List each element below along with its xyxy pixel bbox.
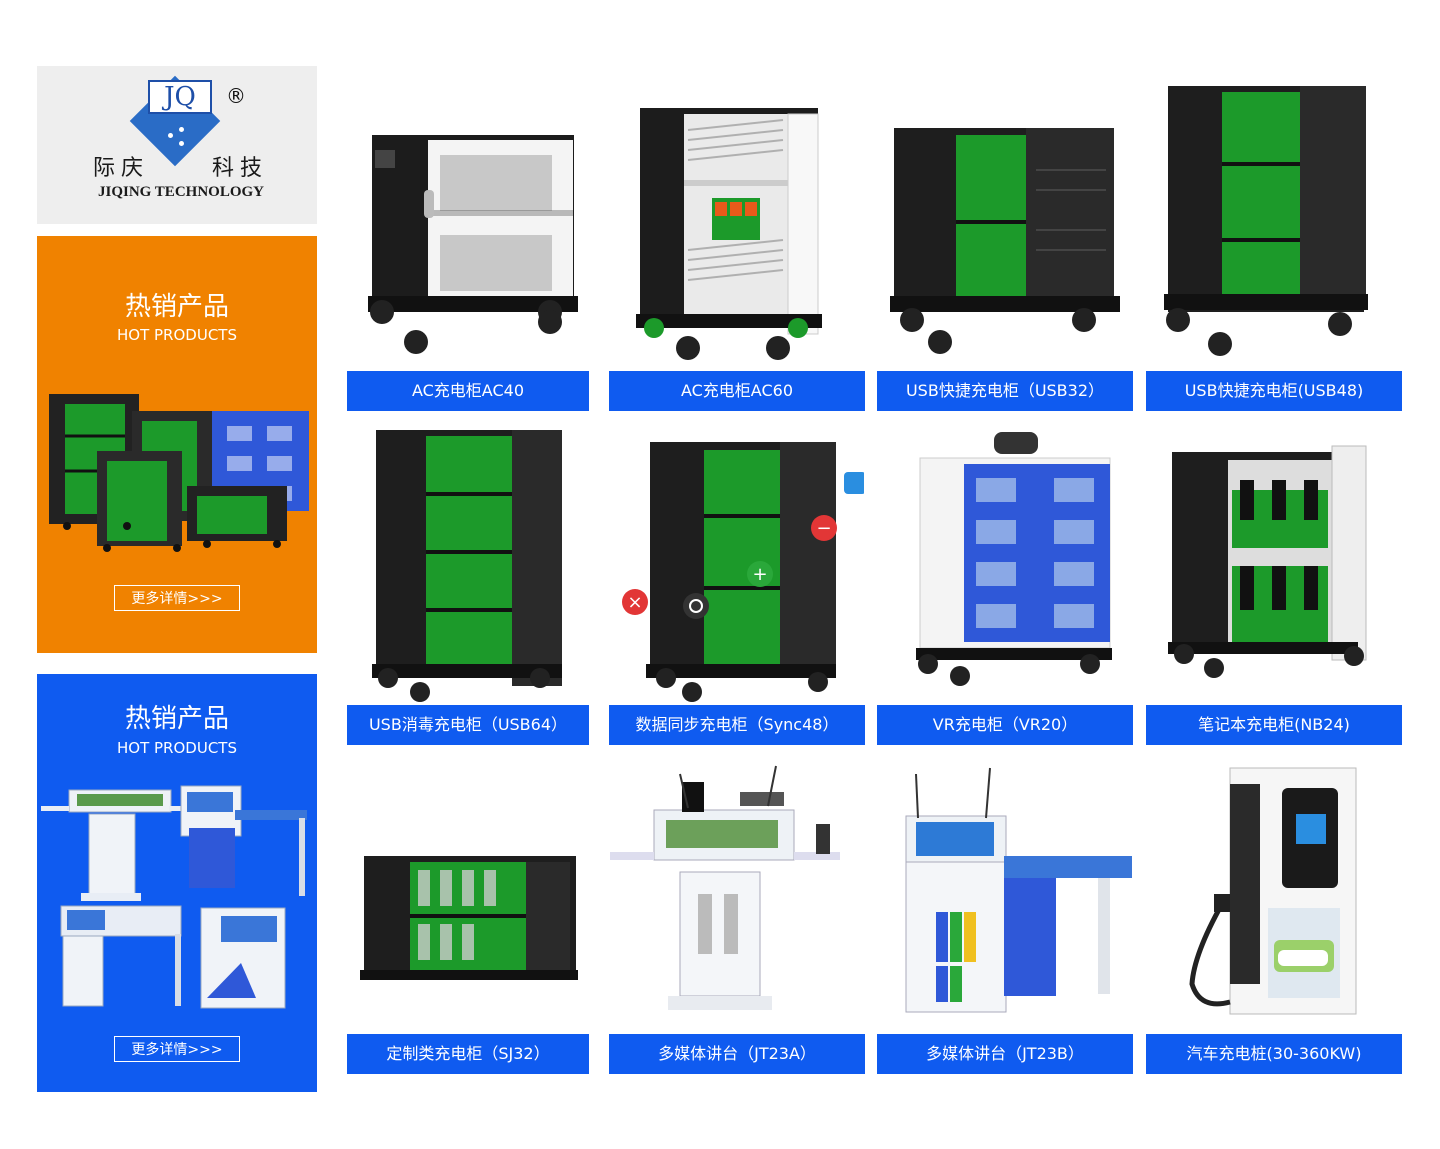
product-image-usb64[interactable]: [340, 416, 596, 706]
promo-title: 热销产品: [124, 704, 229, 734]
product-label[interactable]: VR充电柜（VR20）: [877, 705, 1133, 745]
product-label[interactable]: AC充电柜AC60: [609, 371, 865, 411]
promo-subtitle: HOT PRODUCTS: [117, 326, 237, 344]
cabinet-group-image: [49, 394, 309, 552]
product-label[interactable]: 多媒体讲台（JT23B）: [877, 1034, 1133, 1074]
product-image-vr20[interactable]: [876, 416, 1132, 706]
logo-name-part-2: 科技: [211, 156, 268, 181]
registered-mark: ®: [226, 84, 246, 108]
product-image-nb24[interactable]: [1144, 416, 1400, 706]
product-image-ev-charger[interactable]: [1144, 744, 1400, 1034]
promo-title: 热销产品: [124, 292, 229, 322]
product-image-ac40[interactable]: [340, 80, 596, 370]
product-image-ac60[interactable]: [608, 80, 864, 370]
product-image-sync48[interactable]: × + −: [608, 416, 864, 706]
product-label[interactable]: USB快捷充电柜(USB48): [1146, 371, 1402, 411]
svg-text:+: +: [752, 564, 767, 585]
svg-text:−: −: [816, 518, 831, 539]
product-label[interactable]: 汽车充电桩(30-360KW): [1146, 1034, 1402, 1074]
promo-panel-orange[interactable]: 热销产品 HOT PRODUCTS 更多详情>>>: [37, 236, 317, 653]
product-label[interactable]: USB消毒充电柜（USB64）: [347, 705, 589, 745]
more-details-button[interactable]: 更多详情>>>: [114, 1036, 240, 1062]
logo-name-part-1: 际庆: [93, 156, 150, 181]
more-details-button[interactable]: 更多详情>>>: [114, 585, 240, 611]
podium-group-image: [41, 785, 307, 1009]
product-image-usb32[interactable]: [876, 80, 1132, 370]
product-image-jt23a[interactable]: [608, 744, 864, 1034]
product-image-jt23b[interactable]: [876, 744, 1132, 1034]
logo-chinese-name: 际庆 科技: [93, 150, 268, 182]
logo-english-name: JIQING TECHNOLOGY: [97, 184, 264, 200]
promo-subtitle: HOT PRODUCTS: [117, 739, 237, 757]
logo-initials: JQ: [148, 80, 212, 114]
product-label[interactable]: 定制类充电柜（SJ32）: [347, 1034, 589, 1074]
product-label[interactable]: 数据同步充电柜（Sync48）: [609, 705, 865, 745]
product-image-sj32[interactable]: [340, 744, 596, 1034]
product-label[interactable]: 多媒体讲台（JT23A）: [609, 1034, 865, 1074]
product-label[interactable]: 笔记本充电柜(NB24): [1146, 705, 1402, 745]
product-image-usb48[interactable]: [1144, 80, 1400, 370]
svg-text:×: ×: [627, 592, 642, 613]
promo-panel-blue[interactable]: 热销产品 HOT PRODUCTS 更多详情>>>: [37, 674, 317, 1092]
product-label[interactable]: USB快捷充电柜（USB32）: [877, 371, 1133, 411]
product-label[interactable]: AC充电柜AC40: [347, 371, 589, 411]
logo-dots-icon: [165, 125, 195, 155]
